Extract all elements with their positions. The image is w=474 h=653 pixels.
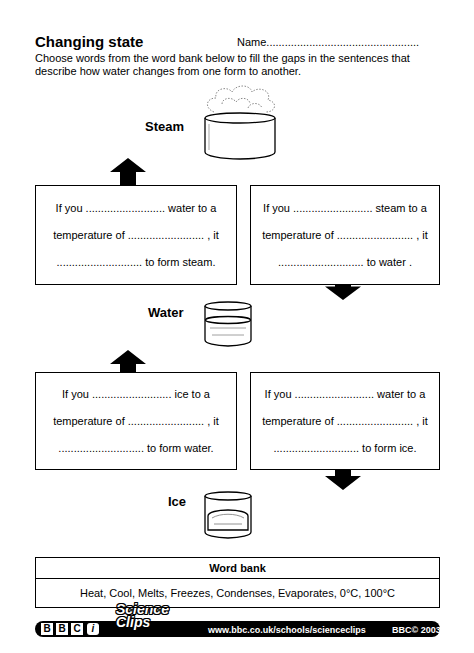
- beaker-rim: [205, 492, 251, 500]
- logo-letter: i: [87, 623, 99, 635]
- page-title: Changing state: [35, 33, 143, 50]
- water-beaker: [205, 302, 251, 346]
- steam-puff: [222, 98, 250, 104]
- steam-beaker: [205, 113, 275, 159]
- word-bank-words: Heat, Cool, Melts, Freezes, Condenses, E…: [36, 579, 439, 607]
- beaker-body: [205, 496, 251, 538]
- sentence-box: If you .......................... steam …: [250, 185, 440, 285]
- logo-text: Science Clips: [116, 603, 182, 629]
- beaker-body: [205, 118, 275, 159]
- state-label: Water: [148, 305, 184, 320]
- word-bank-box: Word bankHeat, Cool, Melts, Freezes, Con…: [35, 557, 440, 608]
- sentence-text: If you .......................... water …: [46, 195, 226, 276]
- water-surface: [206, 317, 251, 324]
- logo-letter: B: [41, 623, 53, 635]
- word-bank-heading: Word bank: [36, 558, 439, 579]
- block-arrow: [325, 285, 361, 300]
- state-group: Water: [120, 300, 290, 350]
- state-group: Ice: [120, 490, 290, 545]
- logo-letter: B: [56, 623, 68, 635]
- ice-block: [208, 510, 248, 530]
- beaker-rim: [205, 113, 275, 123]
- copyright: BBC© 2003: [392, 624, 441, 636]
- sentence-box: If you .......................... water …: [35, 185, 237, 285]
- block-arrow: [325, 470, 361, 490]
- sentence-box: If you .......................... ice to…: [35, 372, 237, 470]
- beaker-shine: [208, 124, 209, 150]
- steam-cloud: [207, 86, 274, 112]
- ice-beaker: [205, 492, 251, 538]
- logo-letter: C: [71, 623, 83, 635]
- name-line: Name....................................…: [237, 36, 419, 48]
- water-lines: [210, 328, 246, 335]
- footer-band: [35, 621, 440, 637]
- ice-lines: [212, 514, 244, 524]
- sentence-box: If you .......................... water …: [250, 372, 440, 470]
- state-group: Steam: [120, 85, 290, 158]
- block-arrow: [110, 350, 146, 372]
- instructions: Choose words from the word bank below to…: [35, 52, 450, 78]
- sentence-text: If you .......................... water …: [261, 381, 429, 462]
- state-label: Steam: [145, 119, 184, 134]
- sentence-text: If you .......................... steam …: [261, 195, 429, 276]
- beaker-rim: [205, 302, 251, 310]
- steam-puff: [207, 86, 274, 112]
- web-address: www.bbc.co.uk/schools/scienceclips: [208, 624, 366, 636]
- sentence-text: If you .......................... ice to…: [46, 381, 226, 462]
- steam-puff: [248, 104, 262, 109]
- block-arrow: [110, 158, 146, 185]
- state-label: Ice: [168, 494, 186, 509]
- beaker-body: [205, 306, 251, 346]
